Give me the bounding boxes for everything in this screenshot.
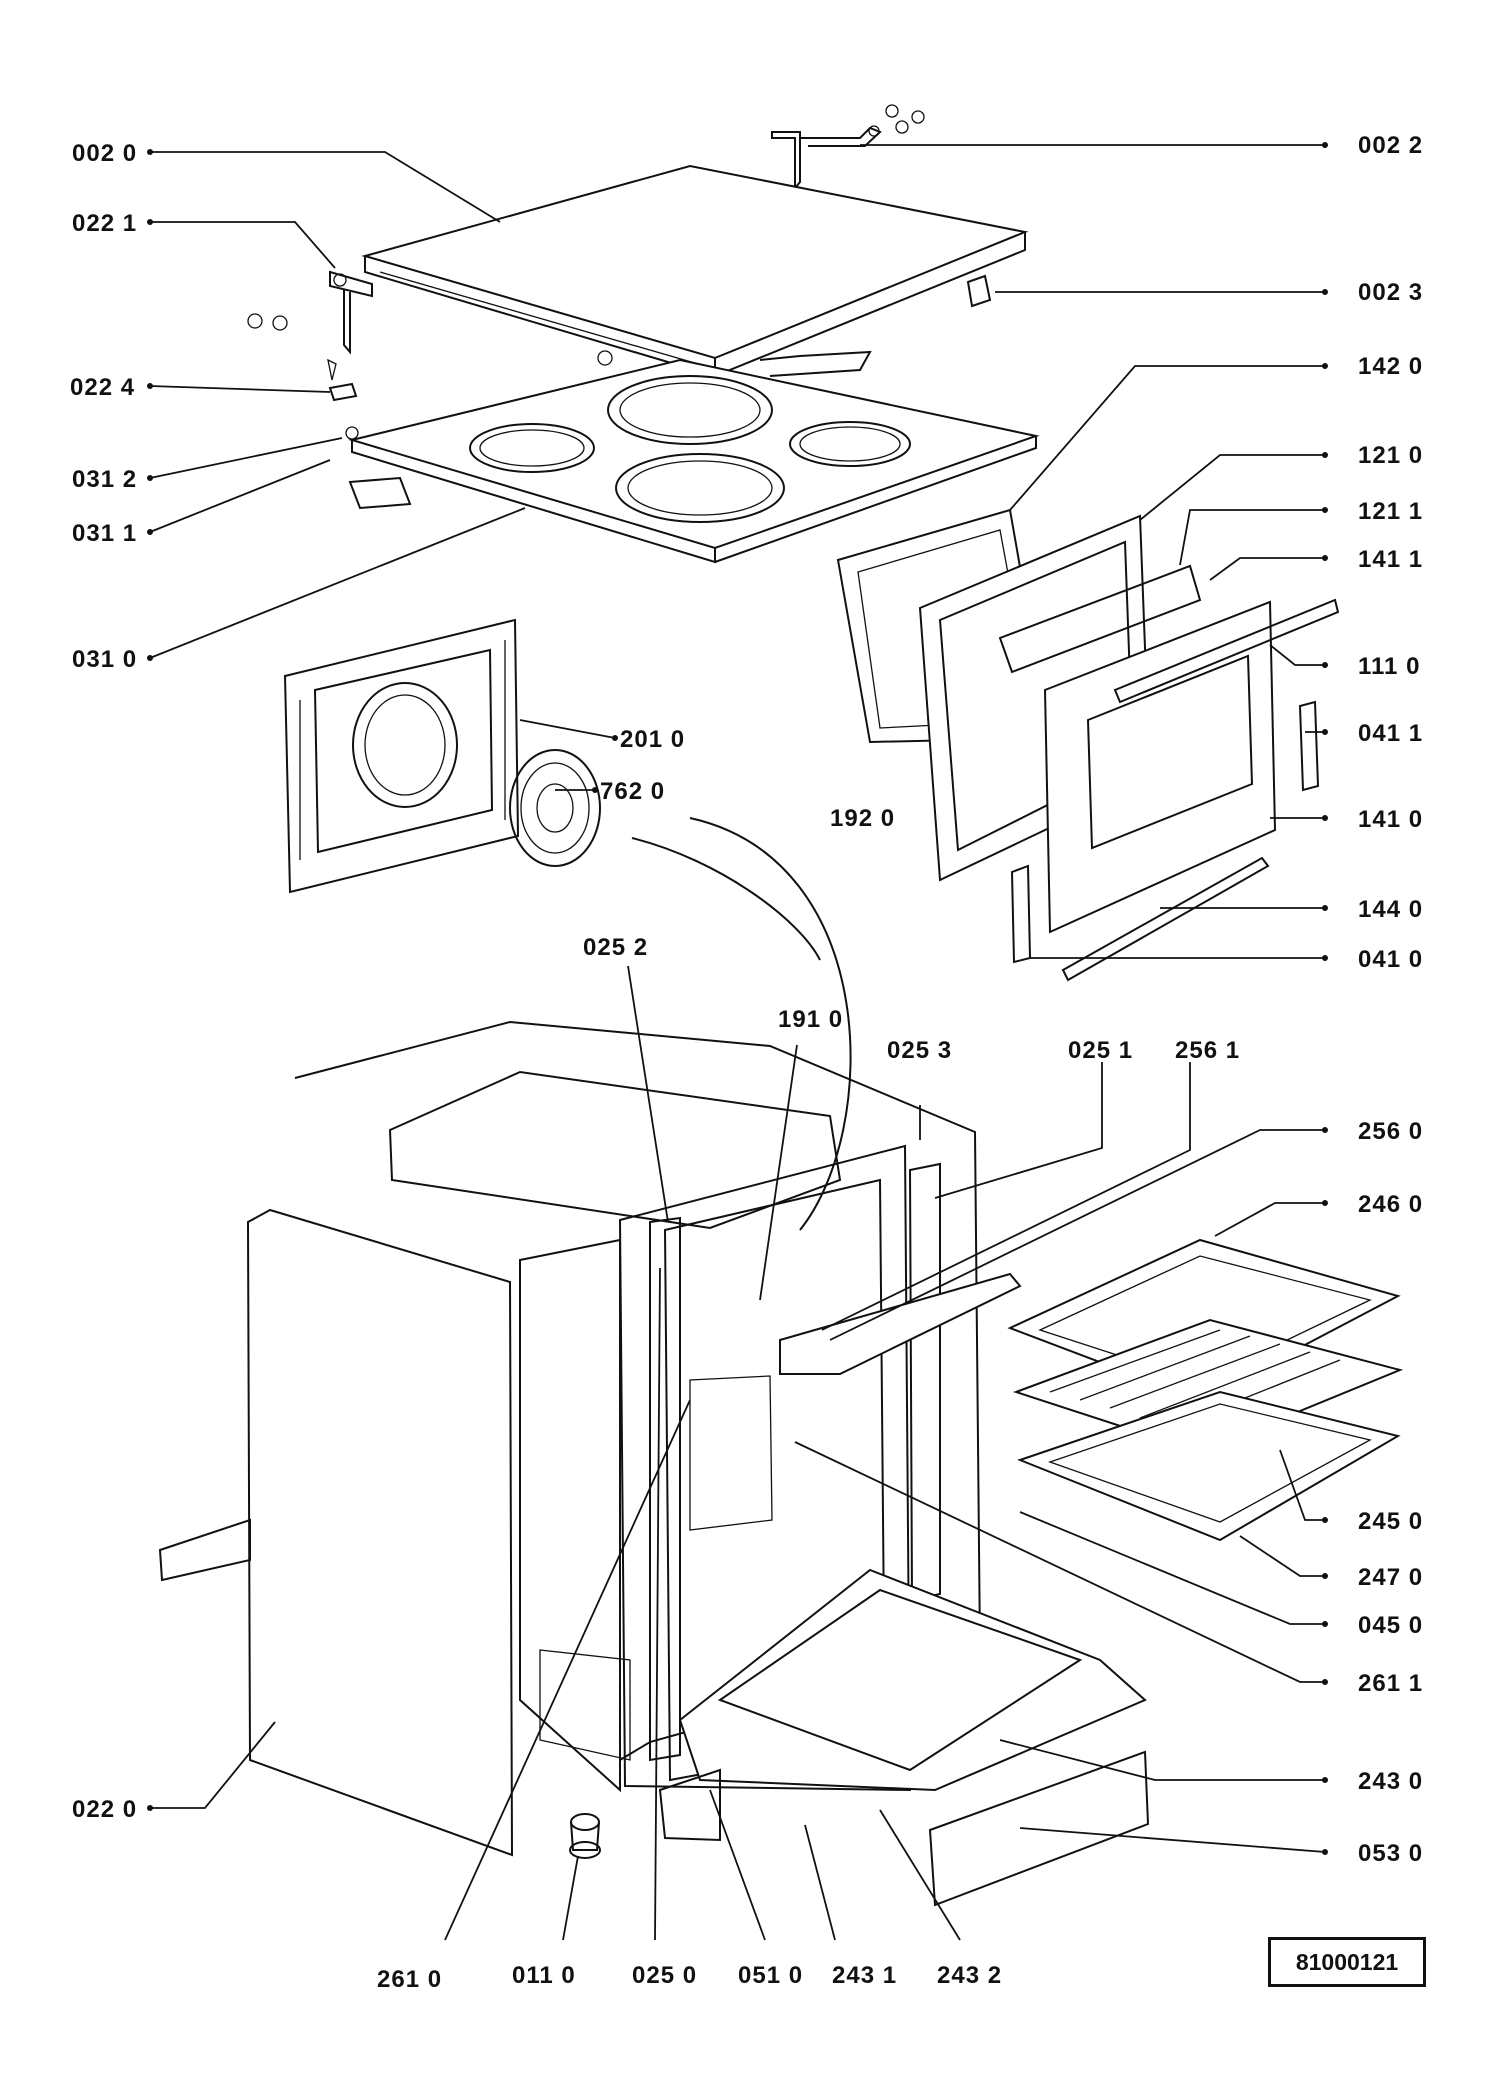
callout-0110: 011 0 xyxy=(512,1962,576,1989)
callout-2450: 245 0 xyxy=(1358,1508,1423,1535)
side-panel-drawing xyxy=(246,1208,514,1857)
callout-0023: 002 3 xyxy=(1358,279,1423,306)
callout-0311: 031 1 xyxy=(72,520,137,547)
callout-1110: 111 0 xyxy=(1358,653,1420,680)
hinge-top-right-drawing xyxy=(771,104,925,191)
callout-1410: 141 0 xyxy=(1358,806,1423,833)
callout-1440: 144 0 xyxy=(1358,896,1423,923)
foot-drawing xyxy=(569,1813,601,1859)
callout-1210: 121 0 xyxy=(1358,442,1423,469)
clip-drawing xyxy=(328,382,358,402)
callout-7620: 762 0 xyxy=(600,778,665,805)
guide-curve-left xyxy=(631,837,821,961)
callout-0221: 022 1 xyxy=(72,210,137,237)
callout-2561: 256 1 xyxy=(1175,1037,1240,1064)
rail-drawing xyxy=(779,1272,1022,1375)
callout-2611: 261 1 xyxy=(1358,1670,1423,1697)
fan-drawing xyxy=(509,749,601,867)
callout-0450: 045 0 xyxy=(1358,1612,1423,1639)
callout-0251: 025 1 xyxy=(1068,1037,1133,1064)
hinge-left-drawing xyxy=(247,270,373,381)
callout-1420: 142 0 xyxy=(1358,353,1423,380)
callout-2430: 243 0 xyxy=(1358,1768,1423,1795)
callout-2460: 246 0 xyxy=(1358,1191,1423,1218)
callout-2432: 243 2 xyxy=(937,1962,1002,1989)
callout-0252: 025 2 xyxy=(583,934,648,961)
door-outer-drawing xyxy=(1043,598,1340,982)
callout-2560: 256 0 xyxy=(1358,1118,1423,1145)
document-code-box: 81000121 xyxy=(1268,1937,1426,1987)
callout-1211: 121 1 xyxy=(1358,498,1423,525)
hinge-right-drawing xyxy=(1298,700,1320,792)
cover-lid-drawing xyxy=(361,164,1029,378)
callout-0312: 031 2 xyxy=(72,466,137,493)
hinge-bottom-drawing xyxy=(1010,864,1032,964)
callout-1910: 191 0 xyxy=(778,1006,843,1033)
leader-lines xyxy=(147,142,1328,1941)
callout-0220: 022 0 xyxy=(72,1796,137,1823)
callout-0530: 053 0 xyxy=(1358,1840,1423,1867)
guide-curve-right xyxy=(689,817,852,1231)
callout-2431: 243 1 xyxy=(832,1962,897,1989)
callout-0253: 025 3 xyxy=(887,1037,952,1064)
callout-labels: 002 0 002 2 022 1 002 3 022 4 142 0 031 … xyxy=(70,132,1423,1993)
document-code: 81000121 xyxy=(1295,1948,1399,1975)
drawer-drawing xyxy=(658,1568,1150,1907)
callout-0510: 051 0 xyxy=(738,1962,803,1989)
callout-0224: 022 4 xyxy=(70,374,135,401)
callout-1920: 192 0 xyxy=(830,805,895,832)
tray-247-drawing xyxy=(1017,1390,1401,1542)
callout-0410: 041 0 xyxy=(1358,946,1423,973)
callout-0411: 041 1 xyxy=(1358,720,1423,747)
callout-1411: 141 1 xyxy=(1358,546,1423,573)
callout-0022: 002 2 xyxy=(1358,132,1423,159)
hob-top-drawing xyxy=(345,350,1040,564)
callout-0310: 031 0 xyxy=(72,646,137,673)
callout-2470: 247 0 xyxy=(1358,1564,1423,1591)
callout-2010: 201 0 xyxy=(620,726,685,753)
callout-2610: 261 0 xyxy=(377,1966,442,1993)
callout-0020: 002 0 xyxy=(72,140,137,167)
part-drawings xyxy=(158,104,1404,1907)
rear-panel-drawing xyxy=(283,618,520,894)
callout-0250: 025 0 xyxy=(632,1962,697,1989)
